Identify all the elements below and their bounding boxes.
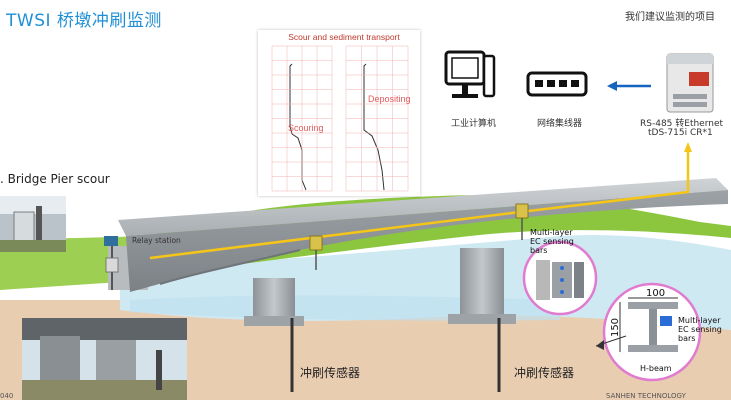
hub-label: 网络集线器 xyxy=(537,119,583,129)
scour-sensor-label-1: 冲刷传感器 xyxy=(300,366,361,380)
hbeam-width-label: 100 xyxy=(646,288,666,299)
pier-right xyxy=(448,248,516,324)
relay-station xyxy=(104,236,119,290)
computer-icon xyxy=(444,50,496,98)
photo-relay xyxy=(0,196,66,252)
signal-line xyxy=(149,150,690,260)
hbeam-callout xyxy=(602,282,702,382)
converter-label-1: RS-485 转Ethernet xyxy=(640,119,724,129)
company-label: SANHEN TECHNOLOGY xyxy=(606,392,686,400)
bridge-deck-top xyxy=(118,178,728,236)
page-title: TWSI 桥墩冲刷监测 xyxy=(6,11,162,31)
scouring-label: Scouring xyxy=(288,123,324,133)
converter-device-icon xyxy=(666,53,714,113)
bridge-pier-scour-label: . Bridge Pier scour xyxy=(0,172,110,186)
hbeam-label: H-beam xyxy=(640,364,672,373)
hbeam-height-label: 150 xyxy=(610,317,622,338)
network-hub-icon xyxy=(526,71,588,97)
scour-sensor-label-2: 冲刷传感器 xyxy=(514,366,575,380)
sensor-box-2 xyxy=(515,203,529,219)
ec-sensing-bars-label-1: Multi-layer EC sensing bars xyxy=(530,228,574,255)
scour-chart-svg: Scour and sediment transport Scouring De… xyxy=(271,32,411,192)
computer-label: 工业计算机 xyxy=(451,119,497,129)
converter-label-2: tDS-715i CR*1 xyxy=(648,128,713,138)
ec-sensing-bars-label-2: Multi-layer EC sensing bars xyxy=(678,316,722,343)
bridge-deck-side xyxy=(126,190,728,292)
photo-bridge xyxy=(22,318,187,400)
chart-title: Scour and sediment transport xyxy=(288,32,400,42)
ec-sensor-callout xyxy=(522,240,598,316)
depositing-label: Depositing xyxy=(368,94,411,104)
arrow-left-icon xyxy=(607,81,651,91)
sensor-box-1 xyxy=(309,235,323,251)
page-subtitle: 我们建议监测的项目 xyxy=(625,12,715,23)
scour-chart: Scour and sediment transport Scouring De… xyxy=(258,30,420,196)
page-number: 040 xyxy=(0,392,14,400)
pier-left xyxy=(244,278,304,326)
relay-station-label: Relay station xyxy=(132,236,181,245)
